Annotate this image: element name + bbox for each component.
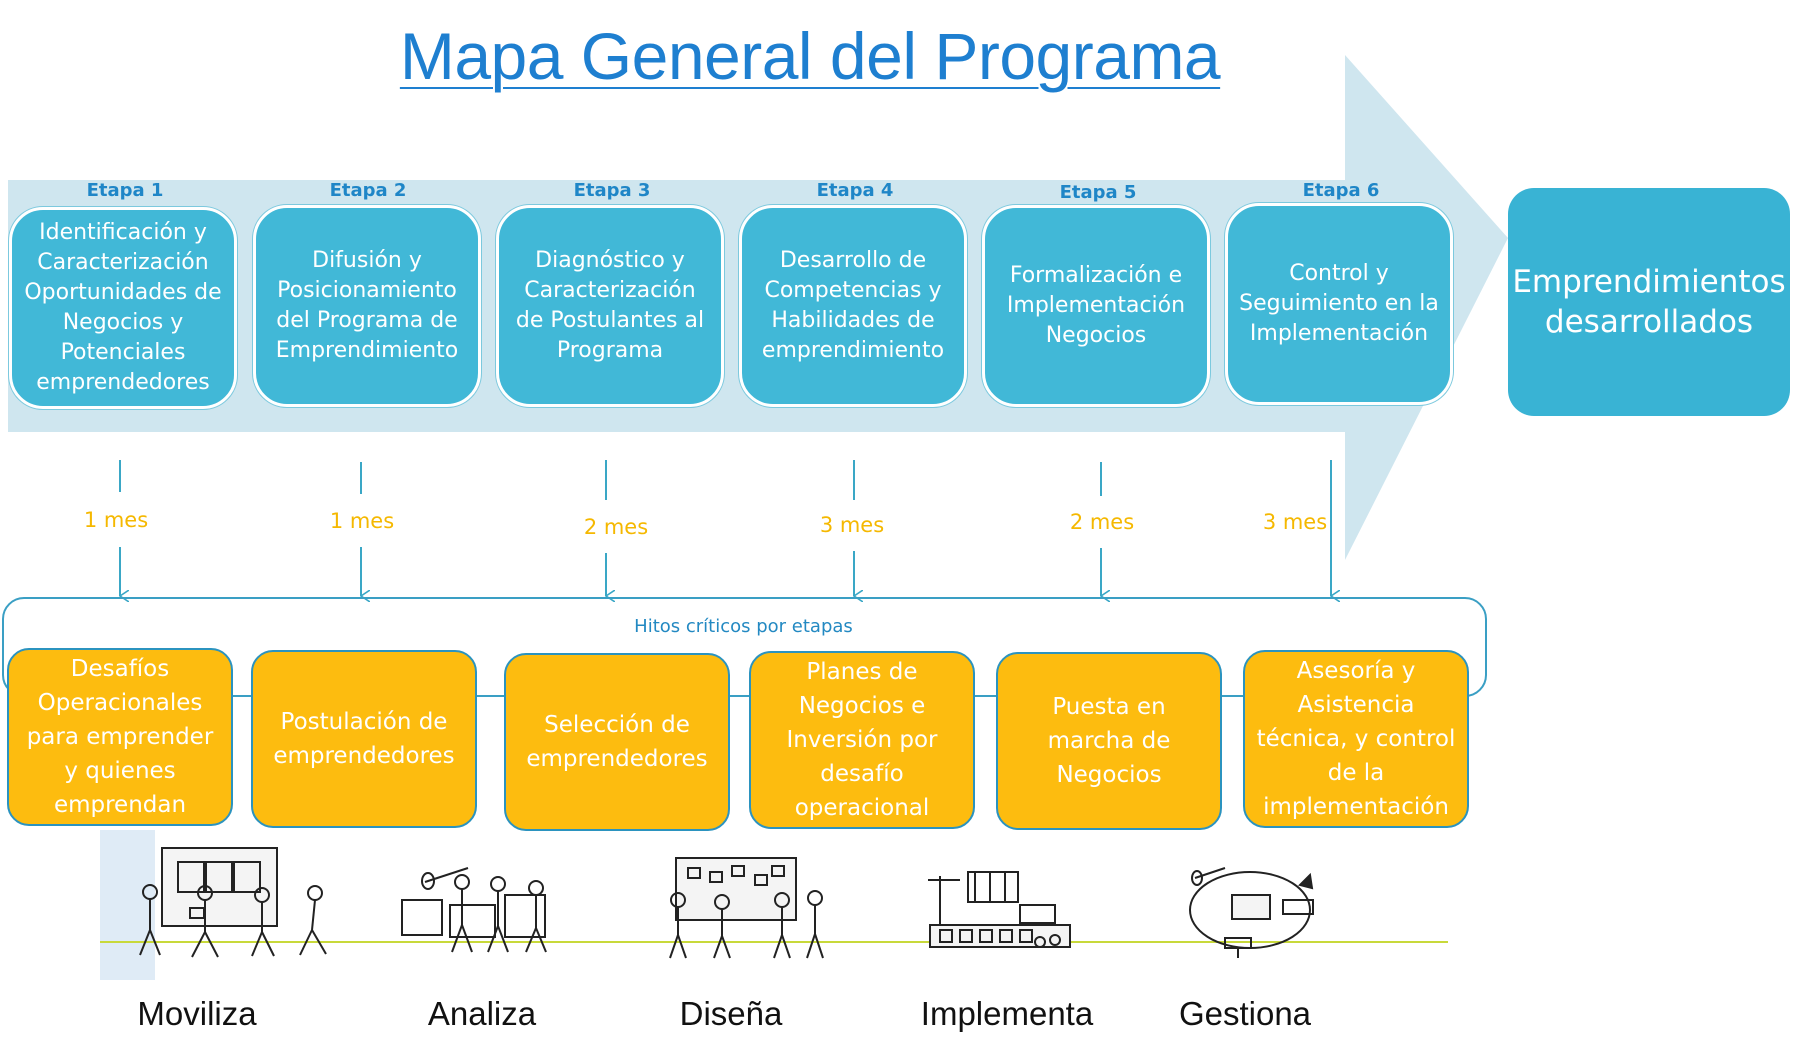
stage-3-text: Diagnóstico y Caracterización de Postula… (515, 248, 705, 363)
milestone-5-text: Puesta en marcha de Negocios (1047, 694, 1171, 788)
stage-1-text: Identificación y Caracterización Oportun… (24, 220, 222, 395)
stage-6-label: Etapa 6 (1302, 180, 1380, 201)
stage-4-duration: 3 mes (819, 513, 885, 537)
stage-4-text: Desarrollo de Competencias y Habilidades… (761, 248, 945, 363)
milestones-frame (2, 597, 1487, 697)
stage-6-text: Control y Seguimiento en la Implementaci… (1239, 261, 1439, 346)
cycle-management-sketch (1189, 867, 1314, 958)
stage-2-box: Difusión y Posicionamiento del Programa … (253, 205, 481, 407)
people-at-planning-board-sketch (669, 857, 824, 959)
milestone-5-box: Puesta en marcha de Negocios (996, 652, 1222, 830)
verb-disena: Diseña (679, 995, 783, 1032)
verb-moviliza: Moviliza (137, 995, 257, 1032)
milestone-3-box: Selección de emprendedores (504, 653, 730, 831)
stage-2-duration: 1 mes (329, 509, 395, 533)
stage-5-label: Etapa 5 (1059, 182, 1137, 203)
people-with-telescope-sketch (401, 867, 547, 953)
milestone-4-box: Planes de Negocios e Inversión por desaf… (749, 651, 975, 829)
stage-2-label: Etapa 2 (329, 180, 407, 201)
stage-1-duration: 1 mes (83, 508, 149, 532)
stage-6-box: Control y Seguimiento en la Implementaci… (1225, 203, 1453, 405)
stage-3-duration: 2 mes (583, 515, 649, 539)
milestone-6-text: Asesoría y Asistencia técnica, y control… (1256, 658, 1456, 820)
sketch-fade (100, 830, 155, 980)
stage-2-text: Difusión y Posicionamiento del Programa … (275, 248, 459, 363)
verb-analiza: Analiza (427, 995, 537, 1032)
stage-6-duration: 3 mes (1262, 510, 1328, 534)
people-walking-to-board-sketch (139, 847, 327, 958)
milestone-2-text: Postulación de emprendedores (273, 709, 455, 769)
stage-5-duration: 2 mes (1069, 510, 1135, 534)
stage-5-box: Formalización e Implementación Negocios (982, 205, 1210, 407)
stage-5-text: Formalización e Implementación Negocios (1006, 263, 1186, 348)
stage-4-label: Etapa 4 (816, 180, 894, 201)
milestone-1-box: Desafíos Operacionales para emprender y … (7, 648, 233, 826)
milestones-title: Hitos críticos por etapas (634, 616, 853, 637)
milestone-6-box: Asesoría y Asistencia técnica, y control… (1243, 650, 1469, 828)
verb-implementa: Implementa (920, 995, 1094, 1032)
milestone-3-text: Selección de emprendedores (526, 712, 708, 772)
stage-4-box: Desarrollo de Competencias y Habilidades… (739, 205, 967, 407)
page-title: Mapa General del Programa (399, 19, 1221, 93)
verb-gestiona: Gestiona (1178, 995, 1312, 1032)
milestone-1-text: Desafíos Operacionales para emprender y … (26, 656, 214, 818)
milestone-2-box: Postulación de emprendedores (251, 650, 477, 828)
result-box: Emprendimientos desarrollados (1508, 188, 1790, 416)
stage-1-label: Etapa 1 (86, 180, 164, 201)
stage-1-box: Identificación y Caracterización Oportun… (9, 207, 237, 409)
result-text: Emprendimientos desarrollados (1512, 264, 1786, 340)
stage-3-label: Etapa 3 (573, 180, 651, 201)
factory-construction-sketch (928, 871, 1071, 948)
milestone-4-text: Planes de Negocios e Inversión por desaf… (786, 659, 938, 821)
stage-3-box: Diagnóstico y Caracterización de Postula… (496, 205, 724, 407)
